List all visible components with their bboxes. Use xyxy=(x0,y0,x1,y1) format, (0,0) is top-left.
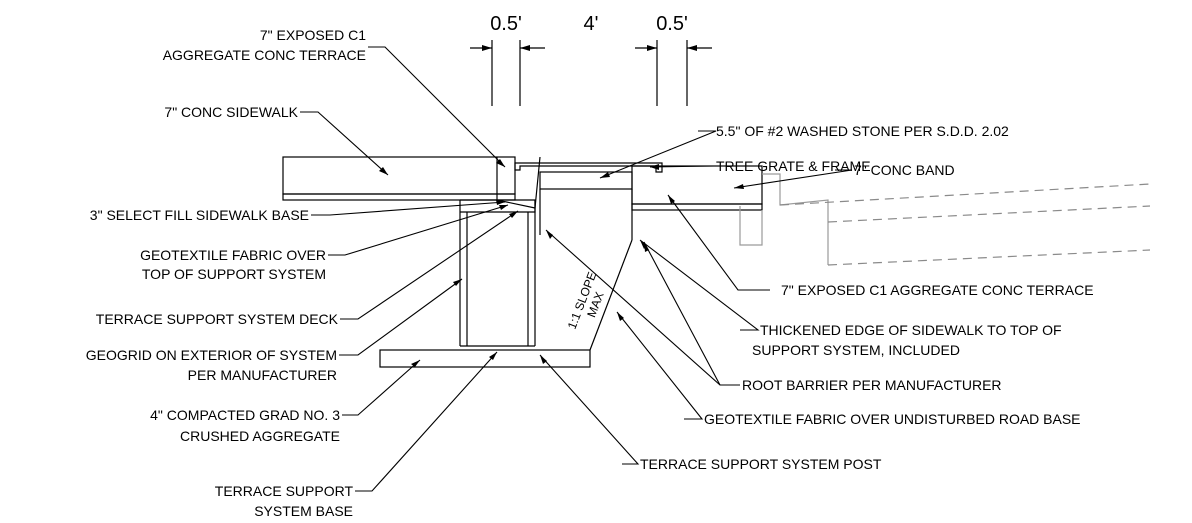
label-thickened-edge-2: SUPPORT SYSTEM, INCLUDED xyxy=(752,342,960,358)
label-conc-sidewalk: 7" CONC SIDEWALK xyxy=(164,104,298,120)
section-geometry xyxy=(282,156,1151,368)
conc-band xyxy=(739,206,763,246)
dim-width: 4' xyxy=(584,13,599,35)
label-exposed-terrace-top-1: 7" EXPOSED C1 xyxy=(260,27,366,43)
label-geogrid-1: GEOGRID ON EXTERIOR OF SYSTEM xyxy=(86,347,337,363)
label-geotextile-top-2: TOP OF SUPPORT SYSTEM xyxy=(142,266,326,282)
tree-grate-frame xyxy=(514,162,663,173)
label-geogrid-2: PER MANUFACTURER xyxy=(188,367,337,383)
label-geotextile-road: GEOTEXTILE FABRIC OVER UNDISTURBED ROAD … xyxy=(704,411,1081,427)
terrace-base-layer xyxy=(631,203,763,211)
dimension-group: 0.5' 4' 0.5' xyxy=(470,13,712,106)
label-support-base-2: SYSTEM BASE xyxy=(254,503,353,519)
road-profile xyxy=(762,173,829,265)
label-select-fill: 3" SELECT FILL SIDEWALK BASE xyxy=(90,207,309,223)
road-dashed-3 xyxy=(827,249,1151,266)
label-geotextile-top-1: GEOTEXTILE FABRIC OVER xyxy=(140,247,326,263)
label-support-post: TERRACE SUPPORT SYSTEM POST xyxy=(640,456,882,472)
sidewalk-base-layer xyxy=(282,193,516,201)
label-thickened-edge-1: THICKENED EDGE OF SIDEWALK TO TOP OF xyxy=(760,322,1062,338)
label-root-barrier: ROOT BARRIER PER MANUFACTURER xyxy=(742,377,1002,393)
label-compacted-2: CRUSHED AGGREGATE xyxy=(180,428,340,444)
label-tree-grate: TREE GRATE & FRAME xyxy=(716,158,871,174)
dim-right-gap: 0.5' xyxy=(656,13,688,35)
label-exposed-terrace-right: 7" EXPOSED C1 AGGREGATE CONC TERRACE xyxy=(781,282,1094,298)
label-compacted-1: 4" COMPACTED GRAD NO. 3 xyxy=(150,407,340,423)
leader-lines xyxy=(300,46,853,492)
dim-left-gap: 0.5' xyxy=(490,13,522,35)
road-dashed-1 xyxy=(779,183,1151,206)
support-base-aggregate xyxy=(379,349,591,368)
road-dashed-2 xyxy=(827,205,1151,223)
label-conc-band: 7" CONC BAND xyxy=(854,162,955,178)
thickened-edge xyxy=(496,156,541,209)
slope-line xyxy=(589,239,633,351)
label-support-base-1: TERRACE SUPPORT xyxy=(215,483,354,499)
callout-labels: 7" EXPOSED C1 AGGREGATE CONC TERRACE 7" … xyxy=(86,27,1094,519)
label-washed-stone: 5.5" OF #2 WASHED STONE PER S.D.D. 2.02 xyxy=(716,123,1009,139)
label-exposed-terrace-top-2: AGGREGATE CONC TERRACE xyxy=(163,47,366,63)
washed-stone-layer xyxy=(539,171,633,190)
conc-sidewalk-slab xyxy=(282,156,516,195)
label-support-deck: TERRACE SUPPORT SYSTEM DECK xyxy=(96,311,339,327)
